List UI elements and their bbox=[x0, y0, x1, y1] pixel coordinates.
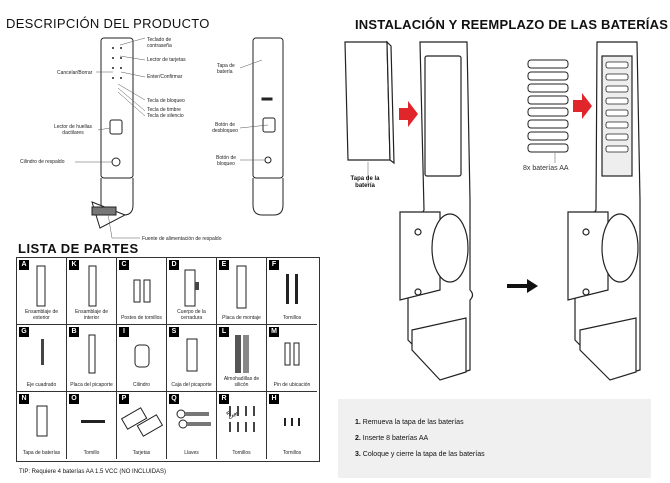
step-text: Coloque y cierre la tapa de las baterías bbox=[362, 451, 485, 458]
part-letter: P bbox=[119, 394, 129, 404]
part-letter: G bbox=[19, 327, 29, 337]
part-letter: Q bbox=[169, 394, 179, 404]
part-cell: Q Llaves bbox=[167, 392, 217, 459]
step-number: 2. bbox=[355, 435, 361, 442]
part-letter: N bbox=[19, 394, 29, 404]
part-name: Eje cuadrado bbox=[26, 382, 57, 388]
part-name: Caja del picaporte bbox=[171, 382, 212, 388]
install-lock-front bbox=[399, 41, 474, 381]
part-cell: O Tornillo bbox=[67, 392, 117, 459]
install-lock-open bbox=[567, 41, 641, 381]
red-arrow-icon-2 bbox=[573, 93, 592, 119]
part-cell: N Tapa de baterías bbox=[17, 392, 67, 459]
callout-fingerprint: Lector de huellas dactilares bbox=[53, 124, 93, 136]
part-letter: C bbox=[119, 260, 129, 270]
part-letter: R bbox=[219, 394, 229, 404]
part-name: Ensamblaje de interior bbox=[74, 309, 109, 321]
part-name: Pin de ubicación bbox=[273, 382, 311, 388]
part-letter: H bbox=[269, 394, 279, 404]
step-1: 1. Remueva la tapa de las baterías bbox=[355, 419, 464, 426]
step-number: 3. bbox=[355, 451, 361, 458]
part-cell: K Ensamblaje de interior bbox=[67, 258, 117, 325]
part-letter: M bbox=[269, 327, 279, 337]
part-letter: L bbox=[219, 327, 229, 337]
callout-backup-cylinder: Cilindro de respaldo bbox=[20, 159, 65, 165]
part-cell: M Pin de ubicación bbox=[267, 325, 317, 392]
part-letter: O bbox=[69, 394, 79, 404]
install-cover-drawing bbox=[344, 40, 395, 165]
step-text: Remueva la tapa de las baterías bbox=[362, 419, 464, 426]
part-letter: F bbox=[269, 260, 279, 270]
part-cell: C Postes de tornillos bbox=[117, 258, 167, 325]
callout-bell-key: Tecla de timbre bbox=[147, 107, 181, 113]
part-name: Tornillos bbox=[282, 450, 302, 456]
parts-list-title: LISTA DE PARTES bbox=[18, 241, 139, 256]
part-name: Tornillos bbox=[282, 315, 302, 321]
callout-unlock-button: Botón de desbloqueo bbox=[212, 122, 238, 134]
part-letter: E bbox=[219, 260, 229, 270]
red-arrow-icon-1 bbox=[399, 101, 418, 127]
part-name: Ensamblaje de exterior bbox=[24, 309, 59, 321]
part-cell: B Placa del picaporte bbox=[67, 325, 117, 392]
part-letter: B bbox=[69, 327, 79, 337]
cover-label: Tapa de la batería bbox=[350, 176, 380, 189]
part-cell: S Caja del picaporte bbox=[167, 325, 217, 392]
part-name: Cilindro bbox=[133, 382, 150, 388]
callout-lock-key: Tecla de bloqueo bbox=[147, 98, 185, 104]
callout-cancel: Cancelar/Borrar bbox=[57, 70, 93, 76]
part-name: Tornillos bbox=[232, 450, 251, 456]
part-letter: S bbox=[169, 327, 179, 337]
part-name: Llaves bbox=[184, 450, 199, 456]
callout-keypad: Teclado de contraseña bbox=[147, 37, 172, 49]
part-cell: F Tornillos bbox=[267, 258, 317, 325]
part-letter: D bbox=[169, 260, 179, 270]
callout-lock-button: Botón de bloqueo bbox=[215, 155, 237, 167]
installation-title: INSTALACIÓN Y REEMPLAZO DE LAS BATERÍAS bbox=[355, 17, 669, 32]
part-cell: H Tornillos bbox=[267, 392, 317, 459]
part-cell: R Tornillos bbox=[217, 392, 267, 459]
black-arrow-icon bbox=[507, 279, 538, 293]
parts-grid: A Ensamblaje de exterior K Ensamblaje de… bbox=[16, 257, 320, 462]
part-cell: I Cilindro bbox=[117, 325, 167, 392]
product-description-title: DESCRIPCIÓN DEL PRODUCTO bbox=[6, 16, 210, 31]
part-cell: L Almohadillas de silicón bbox=[217, 325, 267, 392]
step-number: 1. bbox=[355, 419, 361, 426]
part-name: Tarjetas bbox=[132, 450, 151, 456]
steps-panel: 1. Remueva la tapa de las baterías 2. In… bbox=[338, 399, 651, 478]
callout-card-reader: Lector de tarjetas bbox=[147, 57, 186, 63]
part-letter: K bbox=[69, 260, 79, 270]
part-name: Almohadillas de silicón bbox=[223, 376, 260, 388]
part-cell: A Ensamblaje de exterior bbox=[17, 258, 67, 325]
part-cell: P IC CARD Tarjetas bbox=[117, 392, 240, 459]
callout-mute-key: Tecla de silencio bbox=[147, 113, 184, 119]
callout-backup-power: Fuente de alimentación de respaldo bbox=[142, 236, 222, 242]
step-2: 2. Inserte 8 baterías AA bbox=[355, 435, 428, 442]
callout-battery-cover: Tapa de batería bbox=[217, 63, 235, 75]
batteries-label: 8x baterías AA bbox=[523, 165, 569, 172]
part-cell: D Cuerpo de la cerradura bbox=[167, 258, 217, 325]
front-lock-drawing bbox=[91, 37, 134, 229]
part-name: Postes de tornillos bbox=[121, 315, 162, 321]
batteries-drawing bbox=[527, 59, 569, 153]
part-name: Placa de montaje bbox=[222, 315, 261, 321]
part-name: Placa del picaporte bbox=[70, 382, 113, 388]
step-text: Inserte 8 baterías AA bbox=[362, 435, 429, 442]
part-name: Cuerpo de la cerradura bbox=[177, 309, 206, 321]
part-cell: G Eje cuadrado bbox=[17, 325, 67, 392]
callout-enter: Enter/Confirmar bbox=[147, 74, 183, 80]
tip-text: TIP: Requiere 4 baterías AA 1.5 VCC (NO … bbox=[19, 469, 167, 475]
back-lock-drawing bbox=[252, 37, 284, 216]
part-name: Tapa de baterías bbox=[22, 450, 61, 456]
part-cell: E Placa de montaje bbox=[217, 258, 267, 325]
step-3: 3. Coloque y cierre la tapa de las bater… bbox=[355, 451, 485, 458]
part-letter: A bbox=[19, 260, 29, 270]
part-name: Tornillo bbox=[83, 450, 100, 456]
part-letter: I bbox=[119, 327, 129, 337]
